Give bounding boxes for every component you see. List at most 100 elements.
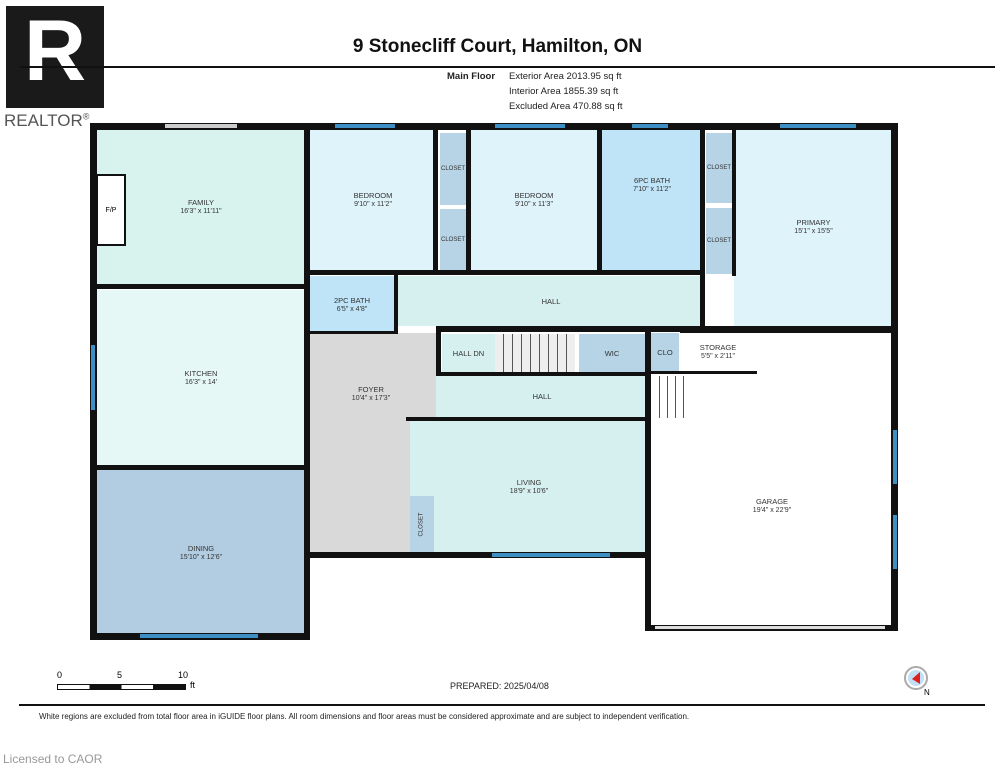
room-dim: 16'3" x 11'11" xyxy=(180,208,222,215)
window xyxy=(632,124,668,128)
scale-tick: 0 xyxy=(57,670,63,680)
room-clo: CLO xyxy=(651,333,679,372)
closet-label: CLOSET xyxy=(440,165,465,172)
prepared-date: PREPARED: 2025/04/08 xyxy=(450,681,549,691)
room-dim: 6'5" x 4'8" xyxy=(336,305,368,313)
wall xyxy=(466,128,471,274)
room-wic: WIC xyxy=(579,334,645,372)
room-name: HALL xyxy=(532,392,552,401)
room-name: STORAGE xyxy=(699,343,737,352)
wall xyxy=(891,123,898,631)
room-name: FOYER xyxy=(358,385,384,394)
closet: CLOSET xyxy=(706,208,732,274)
scale-tick: 10 xyxy=(178,670,189,680)
room-name: PRIMARY xyxy=(796,218,831,227)
room-name: BEDROOM xyxy=(353,191,393,200)
wall xyxy=(406,417,650,421)
window xyxy=(893,515,897,569)
wall xyxy=(436,326,682,332)
room-name: 6PC BATH xyxy=(633,176,671,185)
wall xyxy=(306,552,650,558)
wall xyxy=(436,326,441,374)
scale-unit: ft xyxy=(190,680,196,690)
room-dim: 10'4" x 17'3" xyxy=(351,395,391,402)
room-dim: 7'10" x 11'2" xyxy=(633,186,671,193)
garage-door xyxy=(655,626,885,629)
exterior-area: Exterior Area 2013.95 sq ft xyxy=(509,71,622,82)
closet: CLOSET xyxy=(706,133,732,203)
room-dim: 9'10" x 11'2" xyxy=(354,201,392,208)
room-name: WIC xyxy=(604,348,620,358)
scale-bar-graphic xyxy=(57,684,186,690)
fireplace-label: F/P xyxy=(105,206,117,214)
interior-area: Interior Area 1855.39 sq ft xyxy=(509,86,619,97)
wall xyxy=(645,326,651,629)
window xyxy=(495,124,565,128)
room-hall-upper: HALL xyxy=(398,276,704,326)
compass-north-label: N xyxy=(924,688,930,697)
registered-mark: ® xyxy=(82,111,90,122)
window xyxy=(893,430,897,484)
wall xyxy=(394,275,398,333)
wall xyxy=(651,371,757,374)
window xyxy=(335,124,395,128)
wall xyxy=(680,326,898,333)
window xyxy=(91,345,95,410)
stairs xyxy=(495,334,575,372)
room-name: HALL xyxy=(541,296,561,306)
room-dim: 19'4" x 22'9" xyxy=(752,507,792,514)
stairs-garage xyxy=(652,376,688,418)
wall xyxy=(96,465,306,470)
wall xyxy=(700,128,705,328)
closet-label: CLOSET xyxy=(418,511,425,537)
disclaimer: White regions are excluded from total fl… xyxy=(39,712,690,721)
realtor-text: REALTOR xyxy=(4,111,83,130)
realtor-logo-text: REALTOR® xyxy=(4,111,89,131)
wall xyxy=(436,372,648,376)
realtor-logo-mark: R xyxy=(23,3,87,99)
wall xyxy=(433,128,438,274)
room-dim: 18'9" x 10'6" xyxy=(509,488,549,495)
realtor-logo xyxy=(6,6,104,108)
wall xyxy=(90,123,898,130)
closet: CLOSET xyxy=(410,496,434,552)
closet-label: CLOSET xyxy=(706,164,731,171)
room-hall-dn: HALL DN xyxy=(442,334,495,372)
scale-tick: 5 xyxy=(117,670,123,680)
wall xyxy=(308,331,398,334)
title-rule xyxy=(20,66,995,68)
room-name: KITCHEN xyxy=(184,369,218,378)
room-name: 2PC BATH xyxy=(333,295,371,305)
room-hall-lower: HALL xyxy=(436,376,648,417)
window xyxy=(492,553,610,557)
room-dim: 5'5" x 2'11" xyxy=(701,353,735,360)
closet-label: CLOSET xyxy=(706,237,731,244)
footer-rule xyxy=(19,704,985,706)
room-name: DINING xyxy=(187,544,215,553)
room-dim: 16'3" x 14' xyxy=(184,379,217,386)
excluded-area: Excluded Area 470.88 sq ft xyxy=(509,101,623,112)
page-title: 9 Stonecliff Court, Hamilton, ON xyxy=(352,36,643,57)
wall xyxy=(732,128,736,276)
wall xyxy=(597,128,602,274)
room-name: LIVING xyxy=(516,478,542,487)
floor-label: Main Floor xyxy=(447,71,496,82)
window xyxy=(780,124,856,128)
wall xyxy=(308,270,704,275)
scale-bar: 0 5 10 ft xyxy=(57,670,207,692)
wall xyxy=(304,123,310,640)
sliding-door xyxy=(165,124,237,128)
closet: CLOSET xyxy=(440,133,466,205)
license-text: Licensed to CAOR xyxy=(3,752,103,766)
